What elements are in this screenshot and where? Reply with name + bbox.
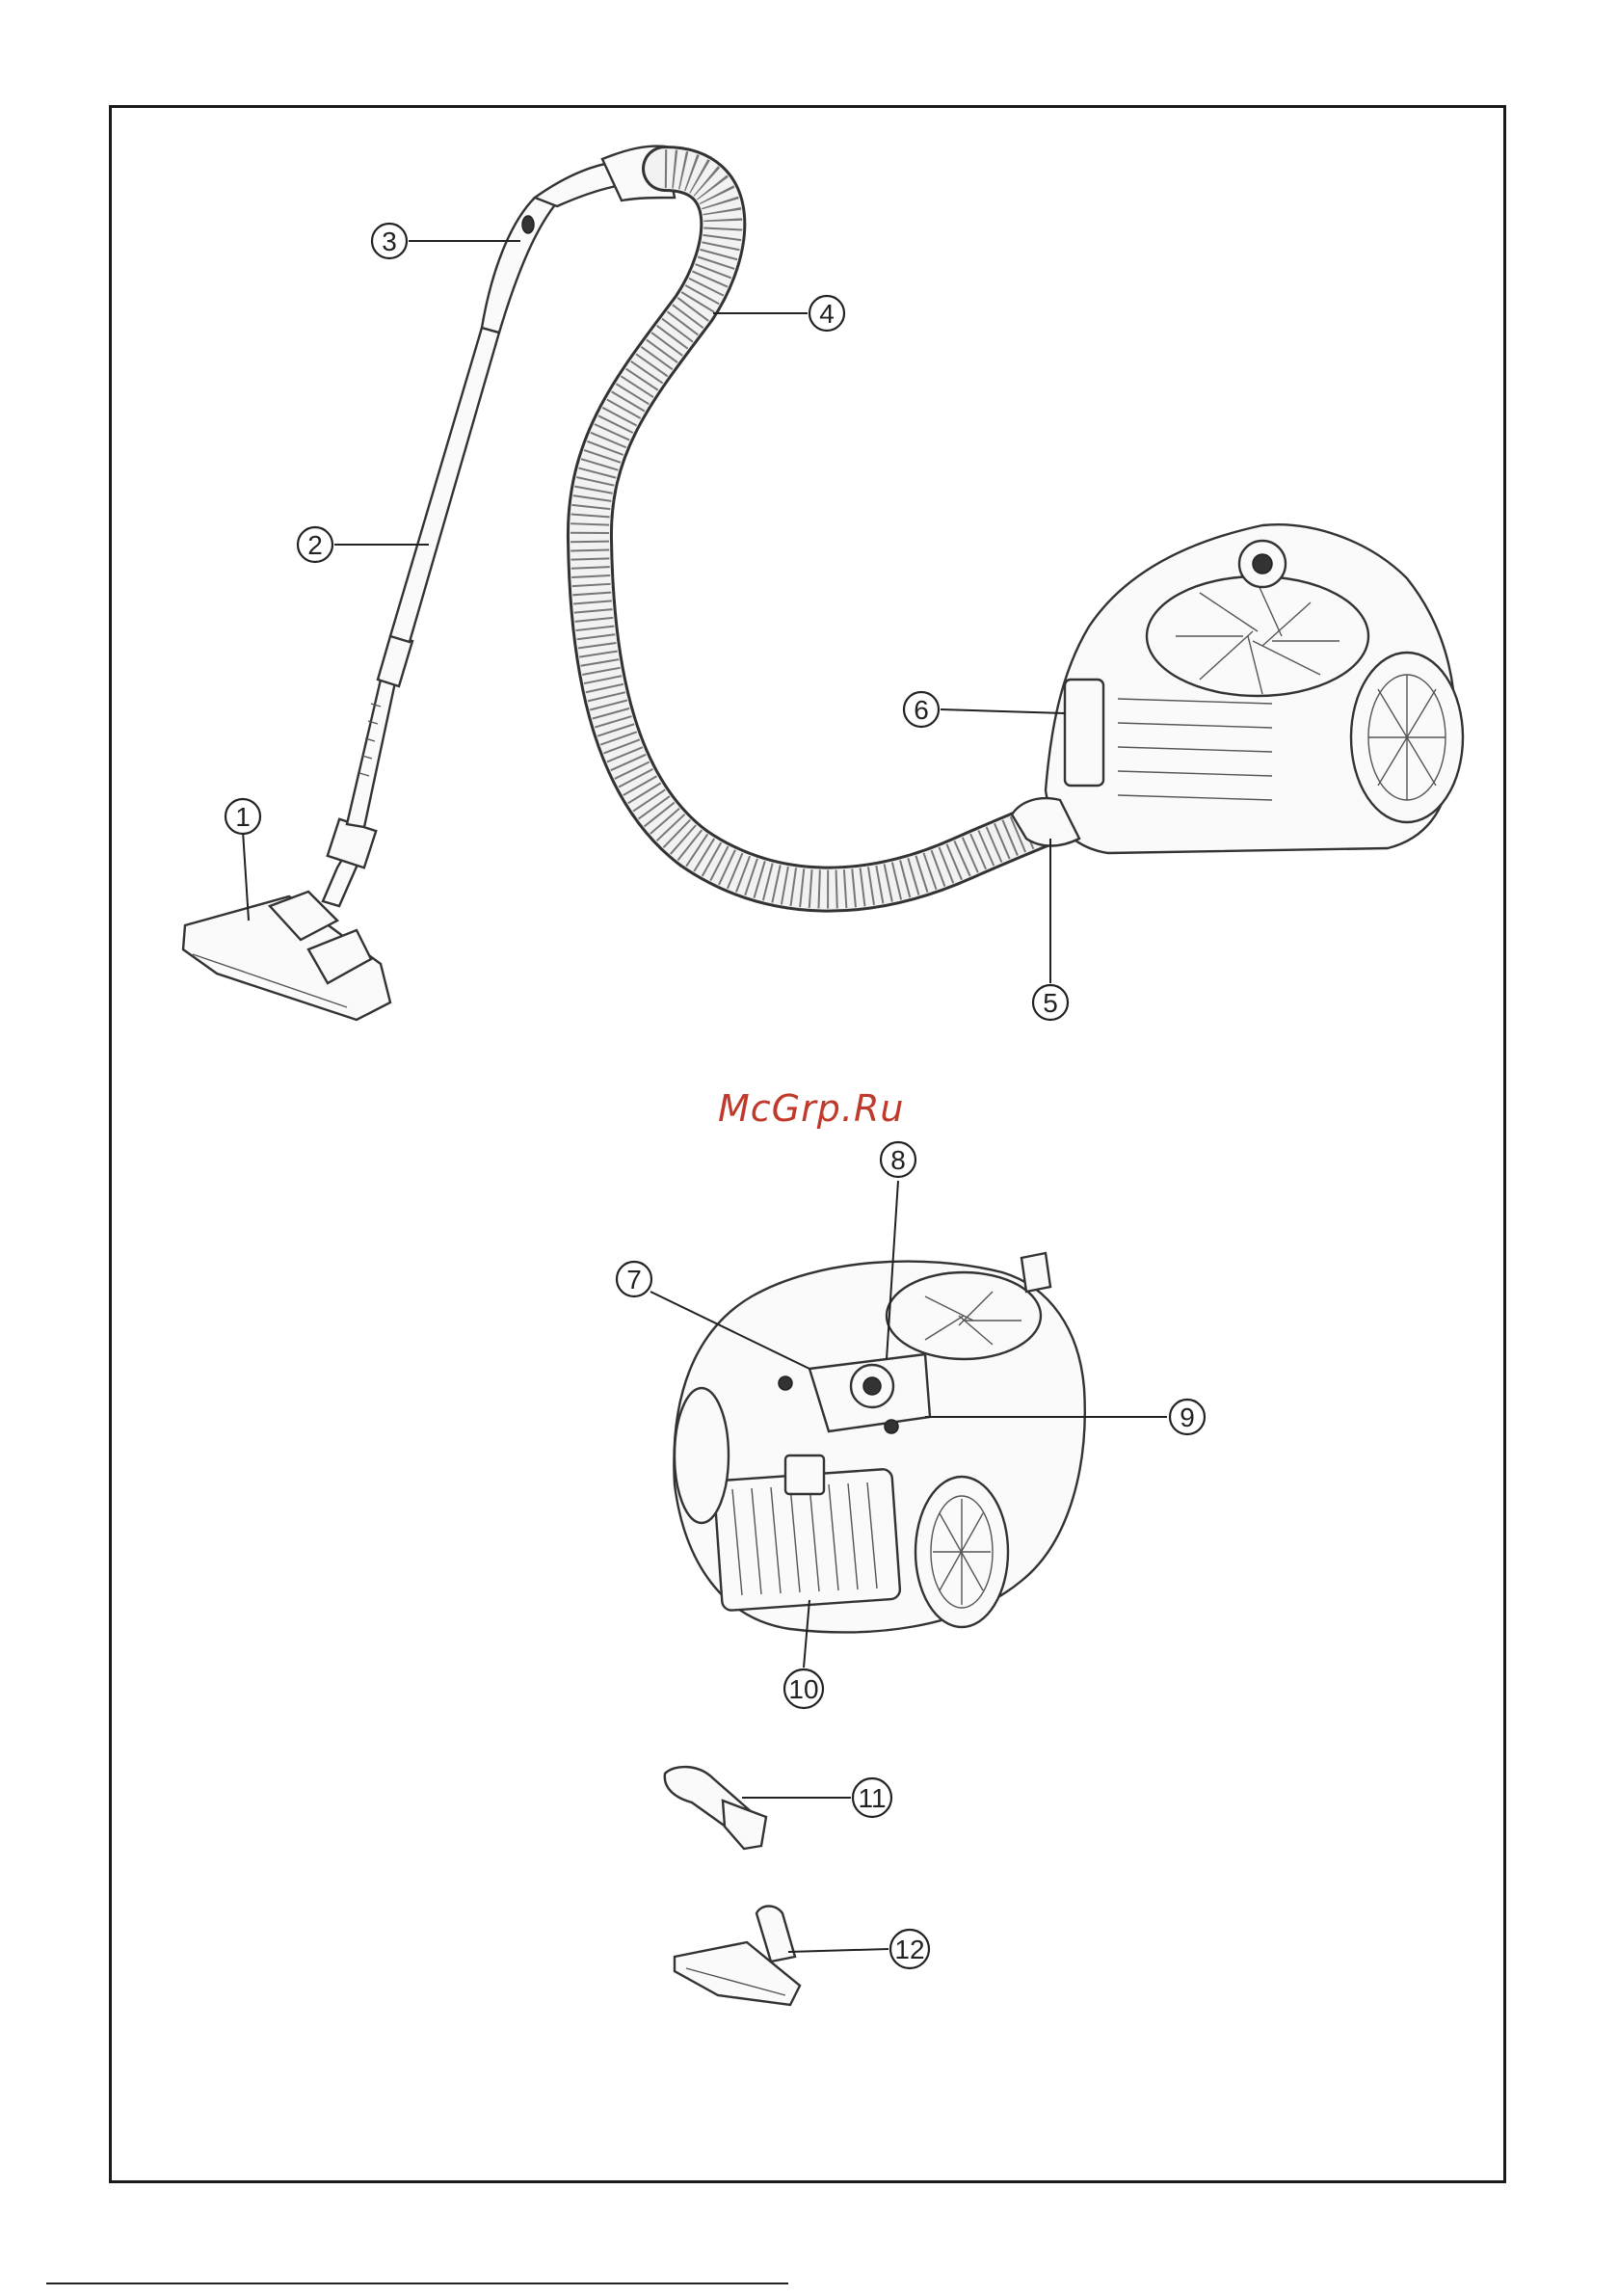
svg-text:5: 5 [1043, 988, 1058, 1018]
svg-text:4: 4 [819, 299, 835, 329]
svg-text:12: 12 [894, 1935, 924, 1964]
callout-1: 1 [225, 799, 260, 834]
svg-text:8: 8 [890, 1145, 906, 1175]
svg-text:7: 7 [626, 1265, 642, 1295]
svg-text:2: 2 [307, 530, 323, 560]
svg-text:9: 9 [1180, 1402, 1195, 1432]
svg-text:6: 6 [914, 695, 929, 725]
flexible-hose [590, 169, 1055, 890]
svg-text:1: 1 [235, 802, 251, 832]
telescopic-tube [323, 328, 499, 906]
leader-lines [243, 241, 1167, 1952]
svg-text:11: 11 [858, 1783, 886, 1813]
vacuum-body-rear [674, 1253, 1084, 1632]
callout-3: 3 [372, 224, 407, 258]
crevice-tool [665, 1767, 766, 1849]
callout-5: 5 [1033, 985, 1068, 1020]
bottom-rule [46, 2283, 788, 2284]
floor-nozzle [183, 892, 390, 1020]
callout-10: 10 [784, 1669, 823, 1708]
callout-7: 7 [617, 1262, 651, 1296]
svg-text:10: 10 [788, 1674, 818, 1704]
svg-text:3: 3 [382, 227, 397, 256]
upholstery-nozzle [675, 1907, 800, 2006]
watermark: McGrp.Ru [718, 1087, 904, 1130]
callout-8: 8 [881, 1142, 915, 1177]
vacuum-body-side [1012, 524, 1463, 853]
callout-4: 4 [809, 296, 844, 331]
callout-12: 12 [890, 1930, 929, 1968]
callout-2: 2 [298, 527, 332, 562]
callout-6: 6 [904, 692, 939, 727]
callout-9: 9 [1170, 1400, 1205, 1434]
callout-11: 11 [853, 1778, 891, 1817]
